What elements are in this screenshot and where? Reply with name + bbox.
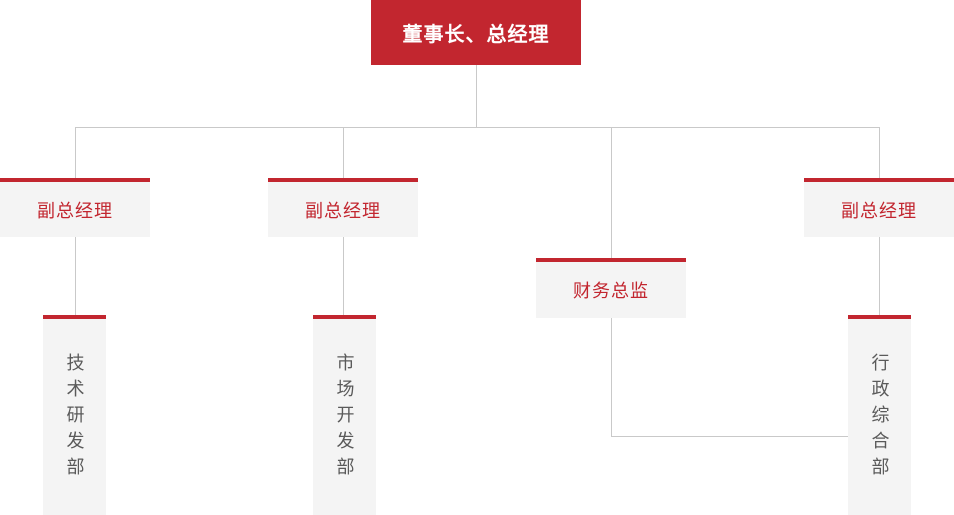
node-chairman-general-manager[interactable]: 董事长、总经理 <box>371 0 581 65</box>
node-label: 市场开发部 <box>334 353 355 483</box>
connector-vp1-to-dept1 <box>75 237 76 315</box>
node-label: 行政综合部 <box>869 353 890 483</box>
node-label: 副总经理 <box>305 200 381 221</box>
node-label: 财务总监 <box>573 281 649 301</box>
node-vice-general-manager-2[interactable]: 副总经理 <box>268 178 418 237</box>
connector-root-stem <box>476 65 477 127</box>
node-label: 技术研发部 <box>64 353 85 483</box>
connector-cfo-to-admin <box>611 436 848 437</box>
connector-main-bus <box>75 127 879 128</box>
connector-vp3-to-dept3 <box>879 237 880 315</box>
connector-bus-to-vp1 <box>75 127 76 178</box>
node-vice-general-manager-3[interactable]: 副总经理 <box>804 178 954 237</box>
connector-cfo-stem <box>611 318 612 436</box>
node-vice-general-manager-1[interactable]: 副总经理 <box>0 178 150 237</box>
node-dept-market-development[interactable]: 市场开发部 <box>313 315 376 515</box>
connector-bus-to-vp2 <box>343 127 344 178</box>
node-label: 副总经理 <box>37 200 113 221</box>
connector-bus-to-vp3 <box>879 127 880 178</box>
node-label: 董事长、总经理 <box>402 24 550 46</box>
connector-vp2-to-dept2 <box>343 237 344 315</box>
node-label: 副总经理 <box>841 200 917 221</box>
node-dept-administration[interactable]: 行政综合部 <box>848 315 911 515</box>
connector-bus-to-cfo <box>611 127 612 258</box>
node-cfo-finance-director[interactable]: 财务总监 <box>536 258 686 318</box>
node-dept-technology-rnd[interactable]: 技术研发部 <box>43 315 106 515</box>
